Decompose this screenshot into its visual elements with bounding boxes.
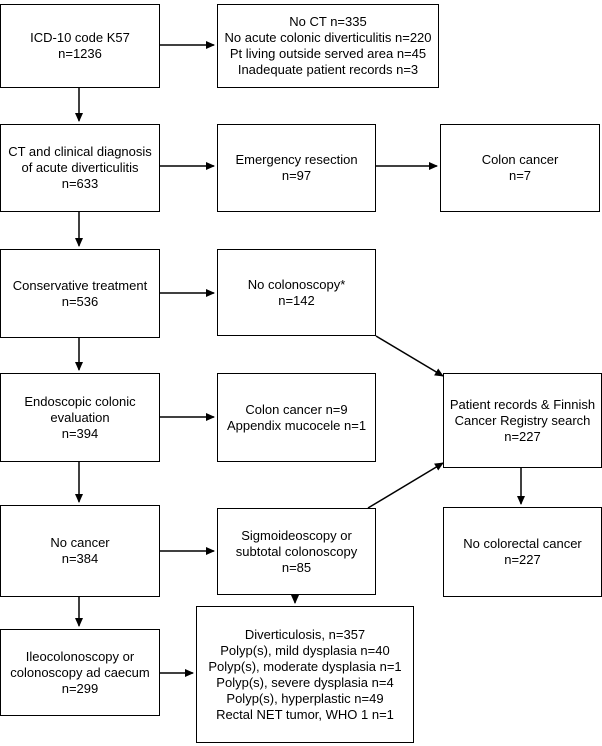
box-colon-cancer-7: Colon cancer n=7 — [440, 124, 600, 212]
arrow-no-colonoscopy-to-registry — [375, 335, 444, 377]
box-no-colorectal-cancer: No colorectal cancer n=227 — [443, 507, 602, 597]
box-conservative-treatment: Conservative treatment n=536 — [0, 249, 160, 338]
box-colon-cancer-9: Colon cancer n=9 Appendix mucocele n=1 — [217, 373, 376, 462]
box-exclusions: No CT n=335 No acute colonic diverticuli… — [217, 4, 439, 88]
box-registry-search: Patient records & Finnish Cancer Registr… — [443, 373, 602, 468]
box-icd10: ICD-10 code K57 n=1236 — [0, 4, 160, 88]
box-no-cancer: No cancer n=384 — [0, 505, 160, 597]
box-findings: Diverticulosis, n=357 Polyp(s), mild dys… — [196, 606, 414, 743]
box-sigmoideoscopy: Sigmoideoscopy or subtotal colonoscopy n… — [217, 508, 376, 595]
box-emergency-resection: Emergency resection n=97 — [217, 124, 376, 212]
box-endoscopic-evaluation: Endoscopic colonic evaluation n=394 — [0, 373, 160, 462]
box-no-colonoscopy: No colonoscopy* n=142 — [217, 249, 376, 336]
arrow-sigmoid-to-registry — [367, 462, 444, 509]
box-ct-diagnosis: CT and clinical diagnosis of acute diver… — [0, 124, 160, 212]
box-ileocolonoscopy: Ileocolonoscopy or colonoscopy ad caecum… — [0, 629, 160, 716]
